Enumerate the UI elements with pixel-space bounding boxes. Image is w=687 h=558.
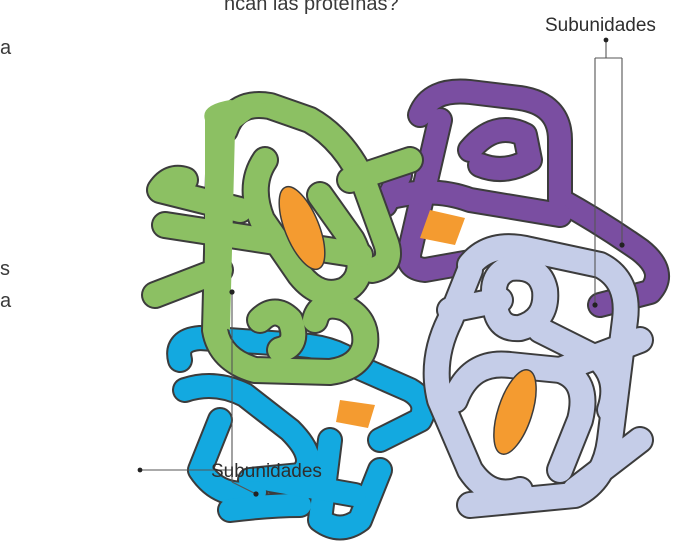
subunits-label-bottom: Subunidades bbox=[211, 462, 322, 481]
heme-group bbox=[336, 400, 375, 428]
subunits-label-top: Subunidades bbox=[545, 16, 656, 35]
light-blue-subunit bbox=[437, 247, 640, 505]
